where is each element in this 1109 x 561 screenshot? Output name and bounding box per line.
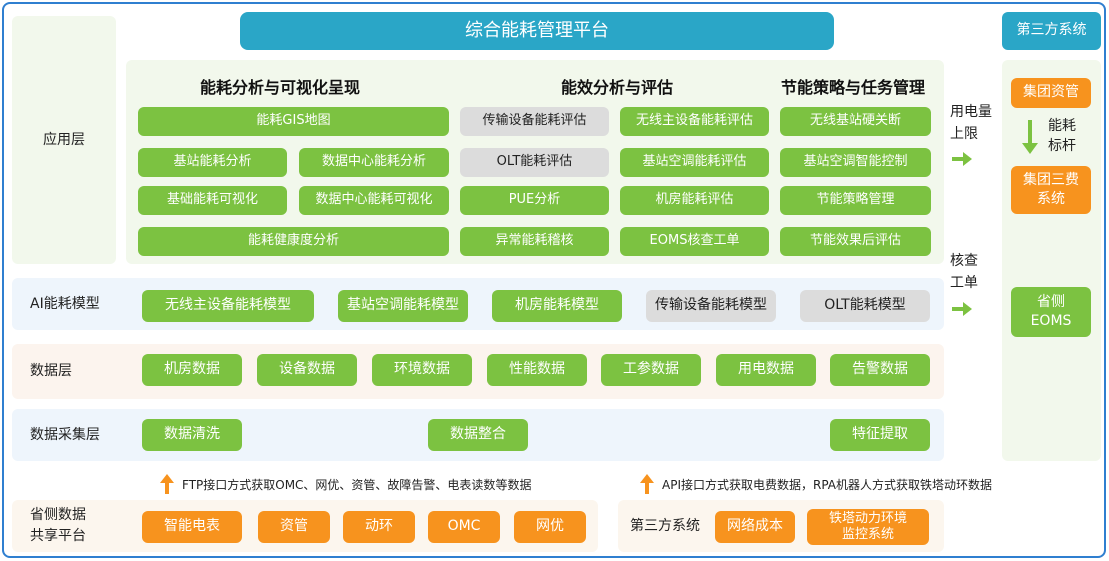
third-party-system: 省侧 EOMS bbox=[1011, 287, 1091, 337]
ai-model: 机房能耗模型 bbox=[492, 290, 622, 322]
efficiency-item: PUE分析 bbox=[460, 186, 609, 215]
upload-arrow-icon bbox=[160, 474, 174, 494]
power-limit-label: 用电量 上限 bbox=[950, 104, 992, 142]
benchmark-label: 能耗 标杆 bbox=[1048, 118, 1076, 155]
ai-model: 无线主设备能耗模型 bbox=[142, 290, 314, 322]
third-party-column bbox=[1002, 60, 1101, 461]
data-item: 设备数据 bbox=[257, 354, 357, 386]
upload-arrow-icon bbox=[640, 474, 654, 494]
analysis-item: 基站能耗分析 bbox=[138, 148, 287, 177]
efficiency-item: 无线主设备能耗评估 bbox=[620, 107, 769, 136]
right-arrow-icon bbox=[952, 151, 972, 167]
share-item: 动环 bbox=[343, 511, 415, 543]
share-item: 网优 bbox=[514, 511, 586, 543]
right-arrow-icon bbox=[952, 301, 972, 317]
third-item: 铁塔动力环境 监控系统 bbox=[807, 509, 929, 545]
strategy-item: 无线基站硬关断 bbox=[780, 107, 931, 136]
efficiency-heading: 能效分析与评估 bbox=[561, 78, 674, 97]
efficiency-item: 异常能耗稽核 bbox=[460, 227, 609, 256]
efficiency-item: EOMS核查工单 bbox=[620, 227, 769, 256]
app-layer-label: 应用层 bbox=[43, 131, 85, 148]
analysis-heading: 能耗分析与可视化呈现 bbox=[200, 78, 361, 97]
collect-item: 数据整合 bbox=[428, 419, 528, 451]
efficiency-item: 传输设备能耗评估 bbox=[460, 107, 609, 136]
ai-model: OLT能耗模型 bbox=[800, 290, 930, 322]
data-item: 环境数据 bbox=[372, 354, 472, 386]
ai-model: 传输设备能耗模型 bbox=[646, 290, 776, 322]
collect-item: 数据清洗 bbox=[142, 419, 242, 451]
api-note: API接口方式获取电费数据，RPA机器人方式获取铁塔动环数据 bbox=[662, 477, 993, 492]
analysis-item: 数据中心能耗可视化 bbox=[299, 186, 449, 215]
data-item: 机房数据 bbox=[142, 354, 242, 386]
efficiency-item: 机房能耗评估 bbox=[620, 186, 769, 215]
data-item: 告警数据 bbox=[830, 354, 930, 386]
check-order-label: 核查 工单 bbox=[950, 253, 978, 291]
third-party-system: 集团三费 系统 bbox=[1011, 166, 1091, 214]
third-party-title: 第三方系统 bbox=[1002, 12, 1101, 50]
strategy-heading: 节能策略与任务管理 bbox=[781, 78, 926, 97]
down-arrow-icon bbox=[1022, 120, 1038, 154]
share-item: 智能电表 bbox=[142, 511, 242, 543]
analysis-item: 能耗GIS地图 bbox=[138, 107, 449, 136]
ai-model: 基站空调能耗模型 bbox=[338, 290, 468, 322]
collect-item: 特征提取 bbox=[830, 419, 930, 451]
data-item: 工参数据 bbox=[601, 354, 701, 386]
app-layer-label-panel bbox=[12, 16, 116, 264]
third-system-label: 第三方系统 bbox=[630, 517, 700, 534]
share-item: 资管 bbox=[258, 511, 330, 543]
analysis-item: 基础能耗可视化 bbox=[138, 186, 287, 215]
data-item: 用电数据 bbox=[716, 354, 816, 386]
share-item: OMC bbox=[428, 511, 500, 543]
analysis-item: 能耗健康度分析 bbox=[138, 227, 449, 256]
data-item: 性能数据 bbox=[487, 354, 587, 386]
strategy-item: 基站空调智能控制 bbox=[780, 148, 931, 177]
strategy-item: 节能策略管理 bbox=[780, 186, 931, 215]
data-layer-label: 数据层 bbox=[30, 363, 72, 379]
share-platform-label: 省侧数据 共享平台 bbox=[30, 507, 86, 544]
third-party-system: 集团资管 bbox=[1011, 78, 1091, 108]
ai-layer-label: AI能耗模型 bbox=[30, 295, 100, 312]
collect-layer-label: 数据采集层 bbox=[30, 426, 100, 443]
efficiency-item: 基站空调能耗评估 bbox=[620, 148, 769, 177]
efficiency-item: OLT能耗评估 bbox=[460, 148, 609, 177]
strategy-item: 节能效果后评估 bbox=[780, 227, 931, 256]
analysis-item: 数据中心能耗分析 bbox=[299, 148, 449, 177]
third-item: 网络成本 bbox=[715, 511, 795, 543]
ftp-note: FTP接口方式获取OMC、网优、资管、故障告警、电表读数等数据 bbox=[182, 477, 532, 492]
platform-title: 综合能耗管理平台 bbox=[240, 12, 834, 50]
